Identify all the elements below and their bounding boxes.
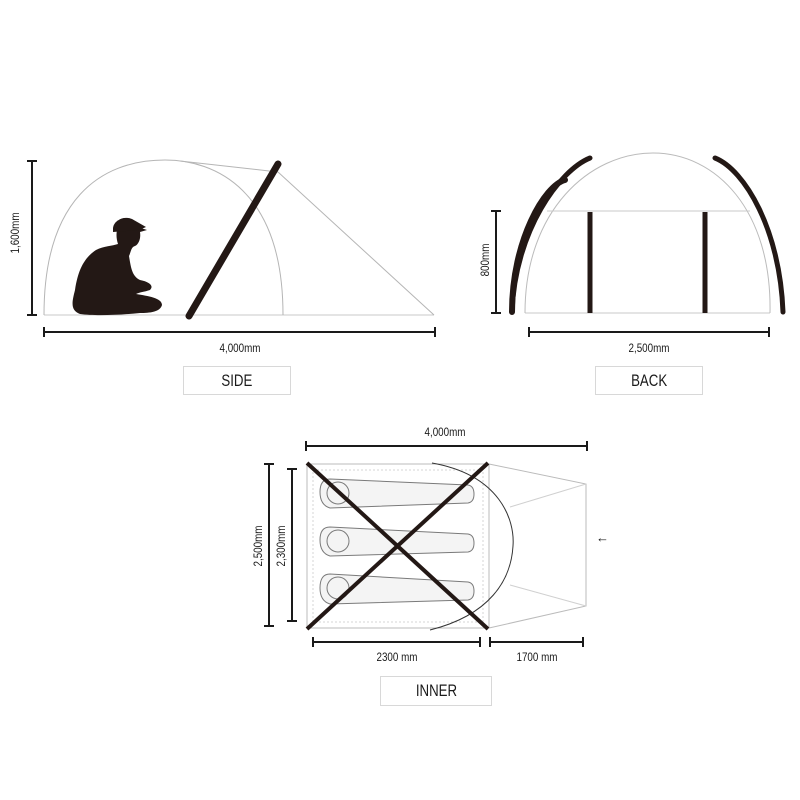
- side-length-label: 4,000mm: [219, 341, 261, 355]
- pole-icon: [185, 160, 282, 320]
- inner-outer-width-label: 2,500mm: [251, 525, 265, 567]
- back-view: [491, 152, 786, 337]
- back-height-label: 800mm: [478, 243, 492, 277]
- entrance-arrow-icon: ←: [596, 530, 609, 545]
- back-width-label: 2,500mm: [628, 341, 670, 355]
- inner-length-label: 2300 mm: [376, 650, 418, 664]
- side-height-label: 1,600mm: [8, 212, 22, 254]
- inner-view-tag: INNER: [380, 676, 492, 706]
- inner-inner-width-label: 2,300mm: [274, 525, 288, 567]
- side-view: [27, 159, 436, 337]
- back-view-title: BACK: [630, 370, 668, 390]
- inner-view-title: INNER: [415, 681, 457, 700]
- inner-view: [264, 441, 588, 647]
- side-view-tag: SIDE: [183, 366, 291, 395]
- side-view-title: SIDE: [221, 370, 253, 390]
- back-view-tag: BACK: [595, 366, 703, 395]
- vestibule-length-label: 1700 mm: [516, 650, 558, 664]
- inner-total-length-label: 4,000mm: [424, 425, 466, 439]
- seated-person-icon: [72, 217, 162, 316]
